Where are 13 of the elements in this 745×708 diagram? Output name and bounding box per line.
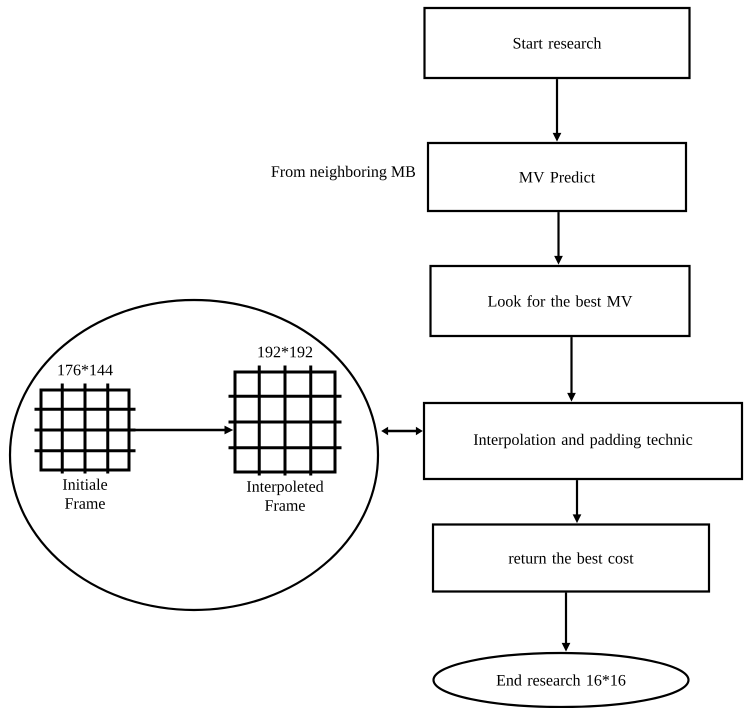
process-box: MV Predict bbox=[426, 142, 688, 212]
process-box: Start research bbox=[423, 6, 691, 80]
frame-circle bbox=[8, 298, 380, 612]
frame-grid: 192*192 Interpoleted Frame bbox=[228, 346, 342, 511]
node-label: 176*144 bbox=[58, 364, 113, 376]
process-box: return the best cost bbox=[432, 523, 710, 593]
process-box: Look for the best MV bbox=[429, 264, 691, 338]
frame-grid: 176*144 Initiale Frame bbox=[34, 364, 136, 509]
node-label: Interpoleted Frame bbox=[246, 480, 324, 511]
node-label: Initiale Frame bbox=[62, 478, 108, 509]
process-box: Interpolation and padding technic bbox=[422, 402, 744, 480]
side-label: From neighboring MB bbox=[271, 166, 416, 180]
node-label: 192*192 bbox=[258, 346, 312, 358]
